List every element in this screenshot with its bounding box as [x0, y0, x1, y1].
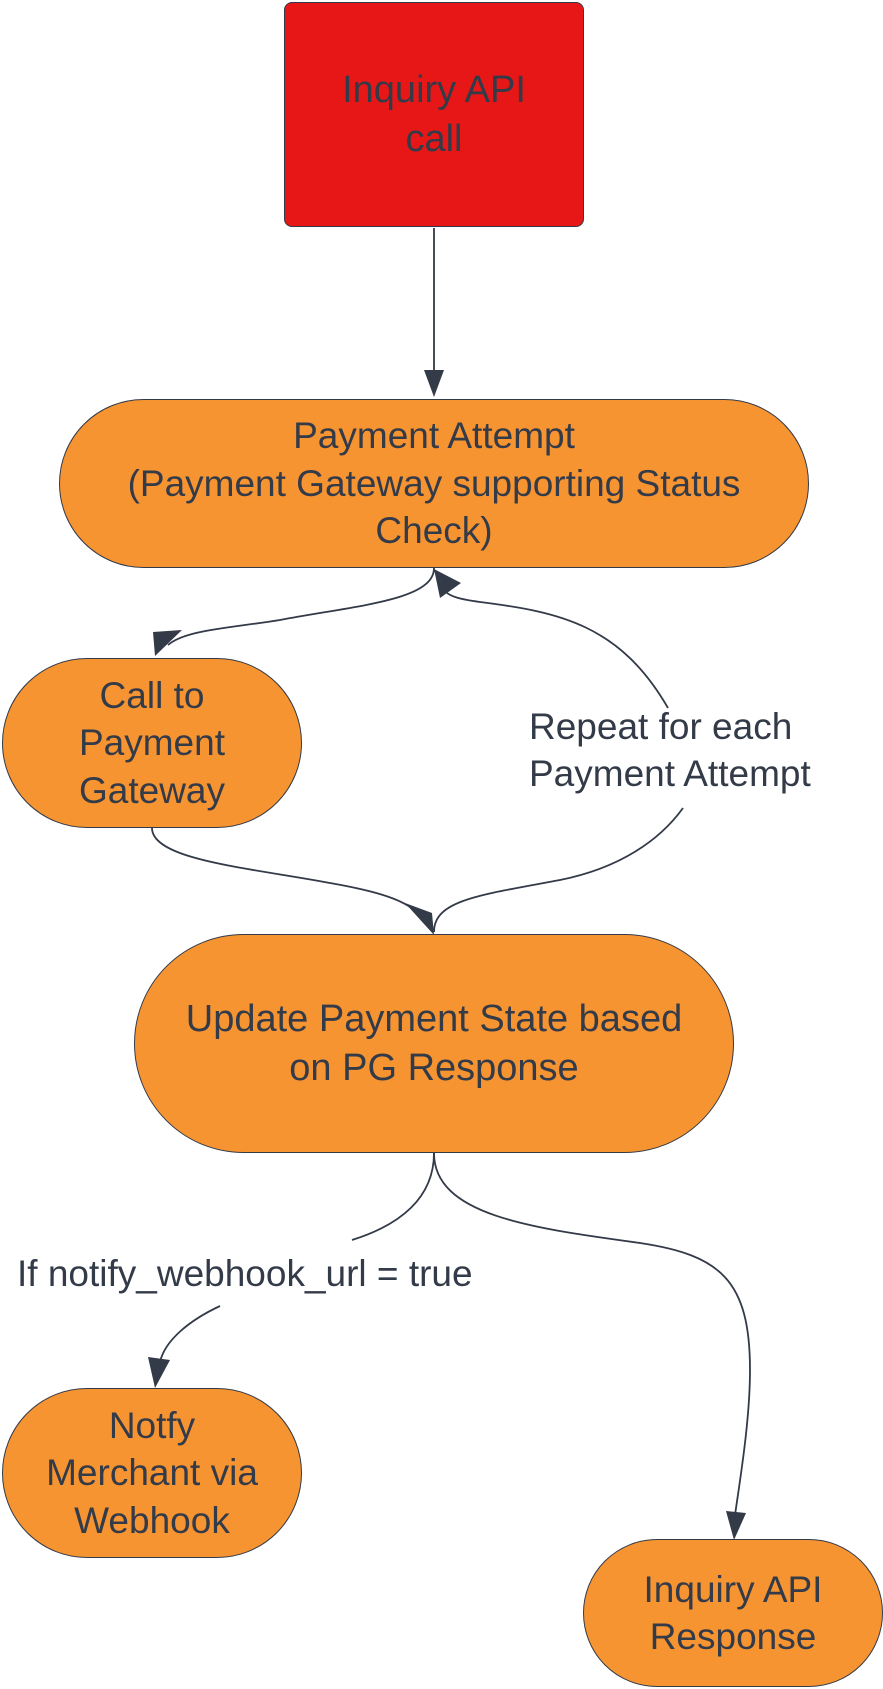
edge-call-pg-to-update-state	[151, 827, 415, 911]
node-inquiry-api-call-label: Inquiry API call	[342, 68, 526, 160]
edge-update-state-to-payment-attempt	[433, 807, 684, 933]
edge-update-state-to-notify-upper	[351, 1152, 435, 1241]
arrowhead-inquiry-response	[726, 1511, 746, 1540]
edge-loop-upper-segment	[445, 591, 669, 709]
node-payment-attempt: Payment Attempt (Payment Gateway support…	[59, 399, 809, 568]
node-notify-merchant: Notfy Merchant via Webhook	[2, 1388, 302, 1558]
edge-payment-attempt-to-call-pg	[167, 567, 435, 646]
arrowhead-payment-attempt	[424, 370, 444, 397]
arrowhead-notify-merchant	[148, 1357, 170, 1388]
arrowhead-loop-payment-attempt	[434, 569, 461, 598]
arrowhead-call-pg	[153, 630, 182, 656]
edge-label-repeat: Repeat for each Payment Attempt	[529, 706, 811, 795]
edge-label-notify-condition: If notify_webhook_url = true	[17, 1253, 473, 1294]
edge-update-state-to-inquiry-response	[433, 1152, 751, 1516]
node-inquiry-api-response: Inquiry API Response	[583, 1539, 883, 1687]
arrowhead-update-state	[405, 903, 434, 935]
node-call-to-payment-gateway: Call to Payment Gateway	[2, 658, 302, 828]
node-inquiry-api-response-label: Inquiry API Response	[643, 1568, 823, 1657]
node-inquiry-api-call: Inquiry API call	[284, 2, 584, 227]
node-notify-merchant-label: Notfy Merchant via Webhook	[46, 1404, 258, 1541]
node-update-payment-state: Update Payment State based on PG Respons…	[134, 934, 734, 1153]
edge-update-state-to-notify-lower	[159, 1305, 221, 1363]
node-call-to-payment-gateway-label: Call to Payment Gateway	[78, 674, 225, 811]
node-payment-attempt-label: Payment Attempt (Payment Gateway support…	[127, 415, 741, 552]
node-update-payment-state-label: Update Payment State based on PG Respons…	[185, 997, 683, 1089]
